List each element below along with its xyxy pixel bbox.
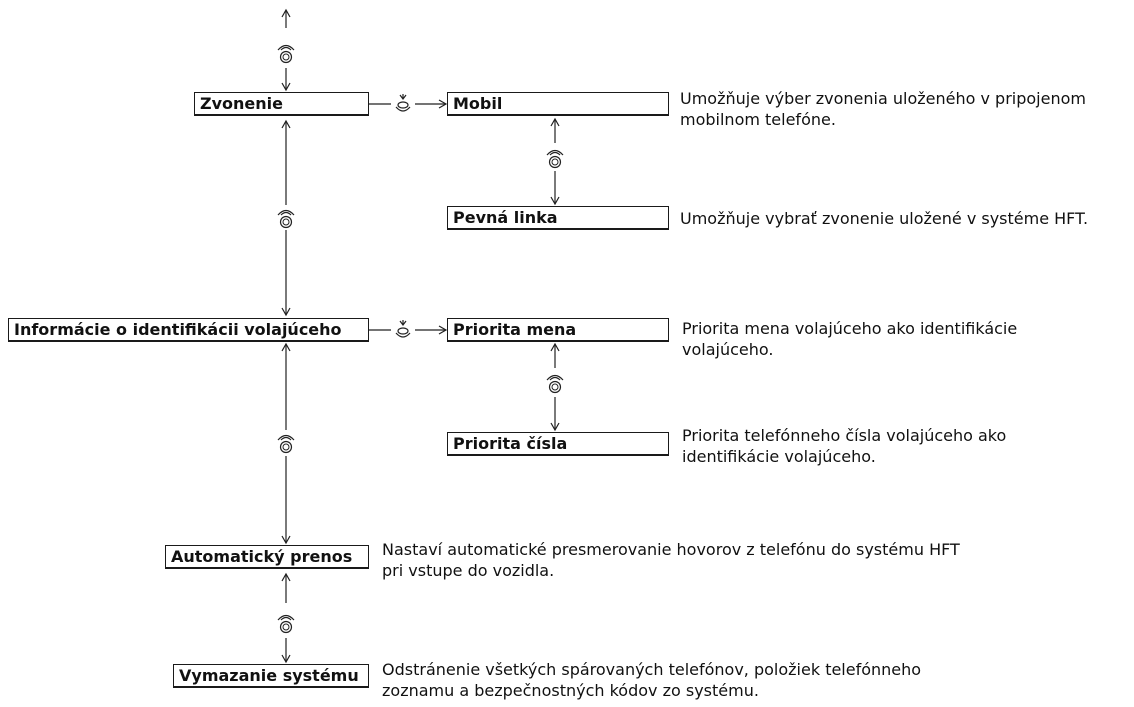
rotate-knob-icon bbox=[546, 374, 564, 394]
name-priority-description-line-2: volajúceho. bbox=[682, 340, 774, 359]
mobile-description-line-1: Umožňuje výber zvonenia uloženého v prip… bbox=[680, 89, 1086, 108]
press-knob-icon bbox=[395, 319, 411, 338]
system-clear-description-line-1: Odstránenie všetkých spárovaných telefón… bbox=[382, 660, 922, 679]
system-clear-description-line-2: zoznamu a bezpečnostných kódov zo systém… bbox=[382, 681, 759, 700]
rotate-knob-icon bbox=[277, 434, 295, 454]
option-mobile[interactable]: Mobil bbox=[447, 92, 669, 116]
menu-item-caller-id[interactable]: Informácie o identifikácii volajúceho bbox=[8, 318, 369, 342]
name-priority-description-line-1: Priorita mena volajúceho ako identifikác… bbox=[682, 319, 1018, 338]
auto-transfer-description: Nastaví automatické presmerovanie hovoro… bbox=[382, 539, 960, 581]
option-landline[interactable]: Pevná linka bbox=[447, 206, 669, 230]
rotate-knob-icon bbox=[277, 209, 295, 229]
mobile-description: Umožňuje výber zvonenia uloženého v prip… bbox=[680, 88, 1086, 130]
auto-transfer-description-line-2: pri vstupe do vozidla. bbox=[382, 561, 555, 580]
rotate-knob-icon bbox=[277, 614, 295, 634]
system-clear-description: Odstránenie všetkých spárovaných telefón… bbox=[382, 659, 921, 701]
number-priority-description-line-1: Priorita telefónneho čísla volajúceho ak… bbox=[682, 426, 1007, 445]
rotate-knob-icon bbox=[277, 44, 295, 64]
menu-item-system-clear[interactable]: Vymazanie systému bbox=[173, 664, 369, 688]
landline-description-line-1: Umožňuje vybrať zvonenie uložené v systé… bbox=[680, 209, 1089, 228]
rotate-knob-icon bbox=[546, 149, 564, 169]
option-name-priority[interactable]: Priorita mena bbox=[447, 318, 669, 342]
press-knob-icon bbox=[395, 93, 411, 112]
landline-description: Umožňuje vybrať zvonenie uložené v systé… bbox=[680, 208, 1088, 229]
option-number-priority[interactable]: Priorita čísla bbox=[447, 432, 669, 456]
number-priority-description: Priorita telefónneho čísla volajúceho ak… bbox=[682, 425, 1006, 467]
name-priority-description: Priorita mena volajúceho ako identifikác… bbox=[682, 318, 1017, 360]
mobile-description-line-2: mobilnom telefóne. bbox=[680, 110, 836, 129]
auto-transfer-description-line-1: Nastaví automatické presmerovanie hovoro… bbox=[382, 540, 960, 559]
number-priority-description-line-2: identifikácie volajúceho. bbox=[682, 447, 876, 466]
menu-item-auto-transfer[interactable]: Automatický prenos bbox=[165, 545, 369, 569]
menu-item-ringtone[interactable]: Zvonenie bbox=[194, 92, 369, 116]
